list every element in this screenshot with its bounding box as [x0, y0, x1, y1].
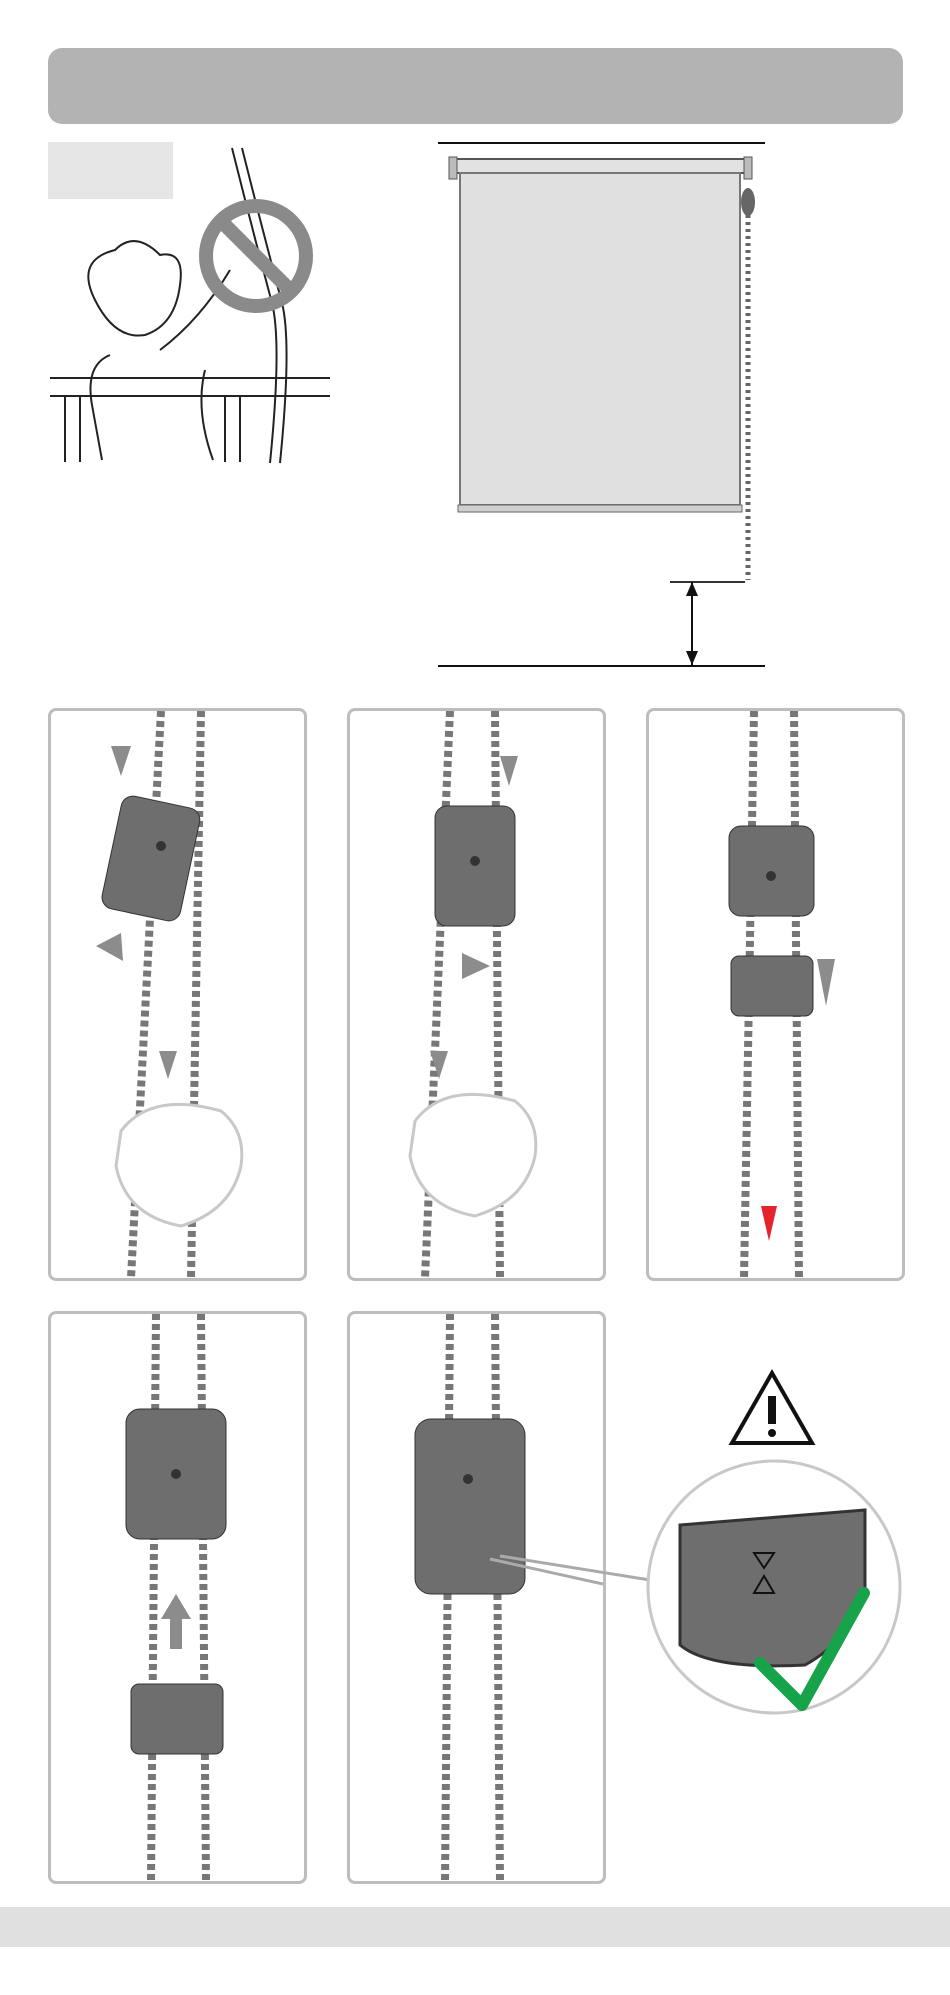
footer-bar — [0, 1907, 950, 1947]
